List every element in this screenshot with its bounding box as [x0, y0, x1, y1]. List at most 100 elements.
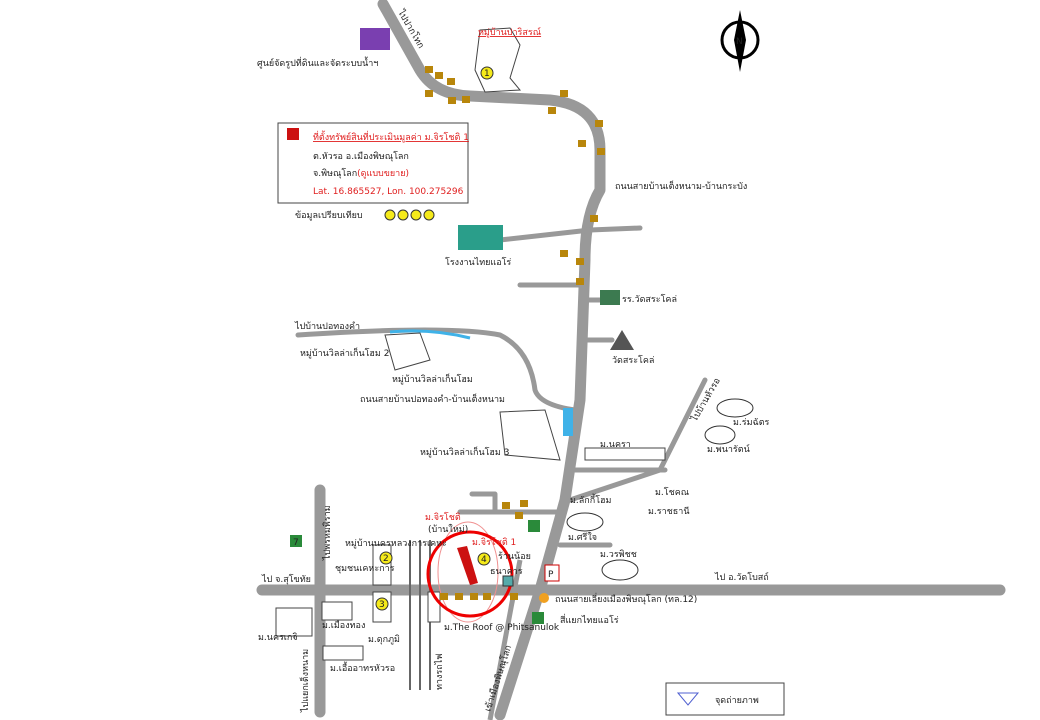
photo-point-legend: จุดถ่ายภาพ — [665, 682, 785, 716]
map-label: ม.ร่มฉัตร — [733, 418, 770, 428]
map-shape — [487, 559, 523, 720]
map-label: ม.The Roof @ Phitsanulok — [444, 623, 560, 633]
map-shape — [560, 90, 568, 97]
nakorn-kit-outline — [275, 607, 313, 637]
map-shape — [601, 559, 639, 581]
map-label: P — [548, 570, 554, 580]
map-shape — [566, 512, 604, 532]
map-shape — [528, 520, 540, 532]
map-label: 4 — [481, 555, 487, 565]
map-shape — [410, 209, 422, 221]
map-shape — [597, 148, 605, 155]
legend-box: ที่ตั้งทรัพย์สินที่ประเมินมูลค่า ม.จิรโช… — [277, 122, 469, 204]
map-shape — [578, 140, 586, 147]
map-shape — [665, 682, 785, 716]
map-shape — [560, 250, 568, 257]
parking-icon: P — [544, 564, 560, 582]
map-shape — [595, 120, 603, 127]
map-label: ม.ดุกภูมิ — [368, 634, 400, 645]
map-label: หมู่บ้านวิลล่าเก็นโฮม — [392, 372, 473, 385]
map-shape — [502, 502, 510, 509]
map-shape — [483, 593, 491, 600]
map-shape — [462, 96, 470, 103]
map-shape — [423, 209, 435, 221]
map-shape — [510, 593, 518, 600]
map-label: ไป จ.สุโขทัย — [261, 574, 311, 585]
map-label: ม.จิรโชติ — [425, 512, 461, 523]
map-shape: จ.พิษณุโลก(ดูแบบขยาย) — [313, 168, 409, 179]
map-shape — [321, 601, 353, 621]
map-shape — [455, 593, 463, 600]
map-labels: ไปปากโทก ศูนย์จัดรูปที่ดินและจัดระบบน้ำฯ… — [257, 7, 770, 713]
map-label: (บ้านใหม่) — [428, 524, 468, 535]
map-shape — [576, 278, 584, 285]
map-shape — [734, 10, 746, 72]
map-label: รร.วัดสระโคล่ — [622, 294, 677, 305]
north-arrow-icon: N — [720, 10, 760, 72]
map-label: 1 — [484, 69, 490, 79]
map-label: ม.ราชธานี — [648, 506, 690, 517]
map-shape — [397, 209, 409, 221]
map-label: ม.นครเกจิ — [258, 632, 298, 643]
map-label: ถนนสายบ้านปอทองคำ-บ้านเต็งหนาม — [360, 392, 505, 405]
map-label: ถนนสายเลี่ยงเมืองพิษณุโลก (ทล.12) — [555, 592, 697, 605]
map-label: โรงงานไทยแอโร่ — [445, 257, 511, 268]
map-shape — [435, 72, 443, 79]
bridge-icon — [563, 408, 573, 436]
temple-icon — [610, 330, 634, 350]
map-label: ทางรถไฟ — [434, 653, 445, 690]
map-label: 3 — [379, 600, 385, 610]
map-shape — [590, 215, 598, 222]
map-shape — [676, 692, 700, 706]
map-shape — [437, 521, 499, 623]
map-label: ธนาคาร — [490, 567, 523, 577]
map-label: ไปบ้านปอทองคำ — [294, 321, 360, 332]
map-label: ม.โชคณ — [655, 487, 689, 498]
map-shape — [716, 398, 754, 418]
railway — [409, 540, 431, 690]
map-shape — [440, 593, 448, 600]
villa-outline — [384, 332, 431, 371]
map-label: ไป อ.วัดโบสถ์ — [714, 571, 769, 583]
map-label: ม.เอื้ออาทรหัวรอ — [330, 661, 395, 674]
map-shape — [287, 128, 299, 140]
map-shape — [567, 377, 708, 503]
comparable-legend-markers — [384, 209, 435, 221]
map-label: N — [736, 37, 743, 47]
map-label: จ.พิษณุโลก — [313, 168, 357, 179]
village-gate-icons — [502, 398, 754, 587]
map-shape — [425, 90, 433, 97]
map-shape — [379, 551, 393, 565]
land-center-icon — [360, 28, 390, 50]
map-shape — [515, 512, 523, 519]
seven-eleven-icons: 7 — [290, 520, 544, 624]
map-shape — [448, 97, 456, 104]
map-shape — [576, 258, 584, 265]
map-label: ม.จิรโชติ 1 — [472, 537, 516, 548]
map-shape — [532, 612, 544, 624]
map-label: ที่ตั้งทรัพย์สินที่ประเมินมูลค่า ม.จิรโช… — [313, 130, 469, 143]
map-shape — [497, 225, 643, 243]
school-icon — [600, 290, 620, 305]
map-shape — [375, 597, 389, 611]
map-label: หมู่บ้านวิลล่าเก็นโฮม 3 — [420, 445, 509, 458]
map-shape — [480, 66, 494, 80]
map-label: ไปพรหมพิราม — [322, 505, 333, 561]
map-label: ร้านน้อย — [498, 551, 531, 562]
map-label: Lat. 16.865527, Lon. 100.275296 — [313, 187, 464, 197]
traffic-light-icon — [539, 593, 549, 603]
map-shape — [447, 78, 455, 85]
map-label: วัดสระโคล่ — [612, 355, 654, 366]
map-label: ม.นครา — [600, 440, 631, 450]
map-shape — [384, 209, 396, 221]
map-label: หมู่บ้านนครหลวงการเคหะ — [345, 538, 447, 549]
map-label: ชุมชนเคหะการ — [335, 564, 395, 574]
canal — [389, 329, 471, 340]
map-label: ถนนสายบ้านเต็งหนาม-บ้านกระบัง — [615, 179, 747, 192]
house-icons — [425, 66, 605, 600]
map-shape — [544, 564, 560, 582]
map-shape — [470, 593, 478, 600]
map-shape — [322, 645, 364, 661]
map-label: ไปแยกเต็งหนาม — [298, 649, 311, 713]
